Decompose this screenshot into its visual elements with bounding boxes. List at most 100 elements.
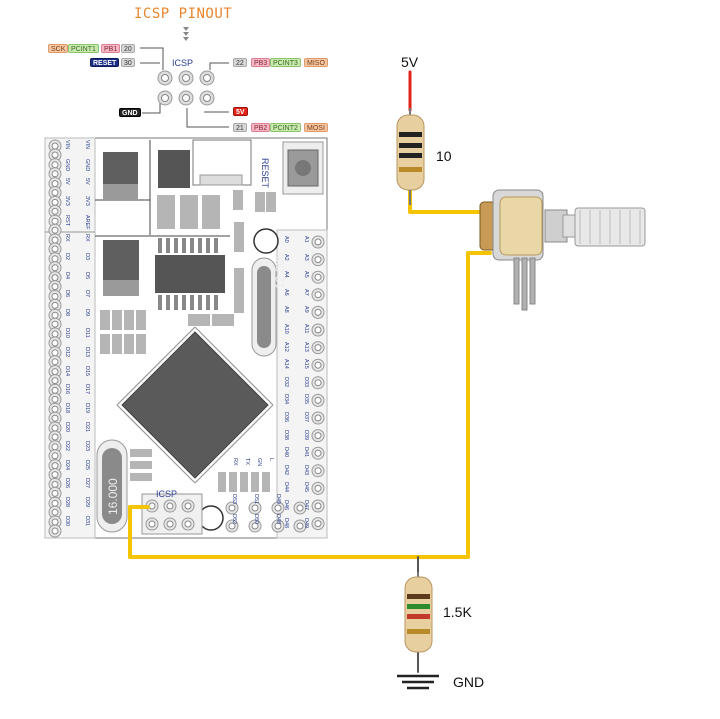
left-outer-pin-label: D26 (64, 478, 70, 489)
bottom-pin-label: D50 (253, 514, 259, 525)
tag-pcint3: PCINT3 (270, 58, 301, 67)
left-outer-pin-b-hole (51, 170, 59, 178)
right-inner-pin-label: A10 (283, 324, 289, 334)
right-outer-pin-hole (314, 256, 322, 264)
right-inner-pin-label: A12 (283, 341, 289, 352)
bottom-pin-label: D49 (275, 494, 281, 505)
left-outer-pin-hole (51, 405, 59, 413)
left-outer-pin-hole (51, 274, 59, 282)
left-inner-pin-label: D7 (84, 290, 90, 298)
right-outer-pin-hole (314, 520, 322, 528)
right-inner-pin-label: D44 (283, 482, 289, 493)
left-outer-pin-b-hole (51, 339, 59, 347)
supply-label: 5V (401, 54, 419, 70)
left-inner-pin-label: RX (84, 234, 90, 242)
left-outer-pin-label: 5V (64, 177, 70, 185)
left-inner-pin-label: D11 (84, 328, 90, 338)
right-outer-pin-hole (314, 502, 322, 510)
right-outer-pin-label: D43 (303, 464, 309, 475)
left-header-pins (48, 139, 62, 538)
bottom-pin-upper-hole (274, 504, 282, 512)
tag-gnd: GND (119, 108, 141, 117)
board-icsp-pin-hole (184, 502, 192, 510)
left-inner-pin-label: D5 (84, 271, 90, 279)
left-outer-pin-b-hole (51, 377, 59, 385)
bottom-pin-hole (251, 522, 259, 530)
left-outer-pin-label: D24 (64, 459, 70, 470)
left-outer-pin-label: 3V3 (64, 196, 70, 207)
bottom-pin-label: TX (244, 458, 250, 466)
right-outer-pin-label: A5 (303, 271, 309, 278)
left-outer-pin-b-hole (51, 395, 59, 403)
right-inner-pin-label: D48 (283, 517, 289, 528)
left-inner-pin-label: D13 (84, 346, 90, 357)
right-inner-pin-label: D46 (283, 500, 289, 511)
top-resistor-label: 10 (436, 148, 452, 164)
right-outer-pin-hole (314, 432, 322, 440)
left-outer-pin-hole (51, 518, 59, 526)
right-outer-pin-label: A3 (303, 253, 309, 261)
tag-pb2: PB2 (251, 123, 271, 132)
left-inner-pin-label: D27 (84, 478, 90, 489)
tag-sck: SCK (48, 44, 69, 53)
right-outer-pin-hole (314, 308, 322, 316)
bottom-pin-label: D52 (231, 514, 237, 525)
tag-pb1: PB1 (101, 44, 121, 53)
left-outer-pin-label: D20 (64, 422, 70, 433)
left-outer-pin-hole (51, 198, 59, 206)
ground-symbol-icon (397, 674, 439, 690)
bottom-pin-label: RX (232, 458, 238, 466)
right-outer-pin-hole (314, 273, 322, 281)
tag-miso: MISO (304, 58, 328, 67)
right-outer-pin-label: D45 (303, 482, 309, 493)
left-outer-pin-b-hole (51, 527, 59, 535)
right-outer-pin-label: A9 (303, 306, 309, 314)
left-outer-pin-hole (51, 180, 59, 188)
bottom-header-pins (225, 501, 307, 533)
bottom-pin-upper-hole (251, 504, 259, 512)
bottom-pin-label: L (268, 458, 274, 462)
diagram-title: ICSP PINOUT (134, 6, 233, 22)
left-outer-pin-b-hole (51, 508, 59, 516)
right-outer-pin-label: D39 (303, 429, 309, 440)
icsp-header-label: ICSP (172, 58, 194, 68)
board-icsp-label: ICSP (156, 489, 178, 499)
left-inner-pin-label: VIN (84, 140, 90, 150)
left-inner-pin-label: D31 (84, 516, 90, 527)
right-outer-pin-hole (314, 484, 322, 492)
left-outer-pin-hole (51, 292, 59, 300)
left-outer-pin-label: RX (64, 234, 70, 242)
board-reset-label: RESET (260, 158, 270, 189)
tag-pb3: PB3 (251, 58, 271, 67)
left-outer-pin-label: D12 (64, 346, 70, 357)
bottom-pin-upper-hole (296, 504, 304, 512)
resistor-1-5k (404, 572, 433, 653)
board-icsp-pin-hole (166, 520, 174, 528)
right-outer-pin-hole (314, 379, 322, 387)
left-outer-pin-b-hole (51, 207, 59, 215)
left-outer-pin-b-hole (51, 489, 59, 497)
left-outer-pin-hole (51, 330, 59, 338)
right-outer-pin-label: A11 (303, 324, 309, 334)
wire-top-resistor-to-pot (408, 188, 485, 214)
right-inner-pin-label: D36 (283, 412, 289, 423)
right-outer-pin-label: A7 (303, 288, 309, 296)
board-icsp-pin-hole (184, 520, 192, 528)
bottom-pin-hole (296, 522, 304, 530)
resistor-10 (396, 108, 425, 205)
icsp-leader-lines (140, 47, 229, 128)
right-outer-pin-label: D41 (303, 447, 309, 458)
tag-reset: RESET (90, 58, 120, 67)
board-icsp-pin-hole (148, 520, 156, 528)
left-outer-pin-hole (51, 349, 59, 357)
left-outer-pin-hole (51, 311, 59, 319)
bottom-pin-hole (228, 522, 236, 530)
right-header-pins (311, 235, 325, 531)
left-outer-pin-b-hole (51, 264, 59, 272)
bottom-pin-label: D51 (253, 494, 259, 505)
right-outer-pin-hole (314, 467, 322, 475)
bottom-pin-hole (274, 522, 282, 530)
board-icsp-pin-hole (166, 502, 174, 510)
left-outer-pin-hole (51, 236, 59, 244)
left-outer-pin-b-hole (51, 452, 59, 460)
